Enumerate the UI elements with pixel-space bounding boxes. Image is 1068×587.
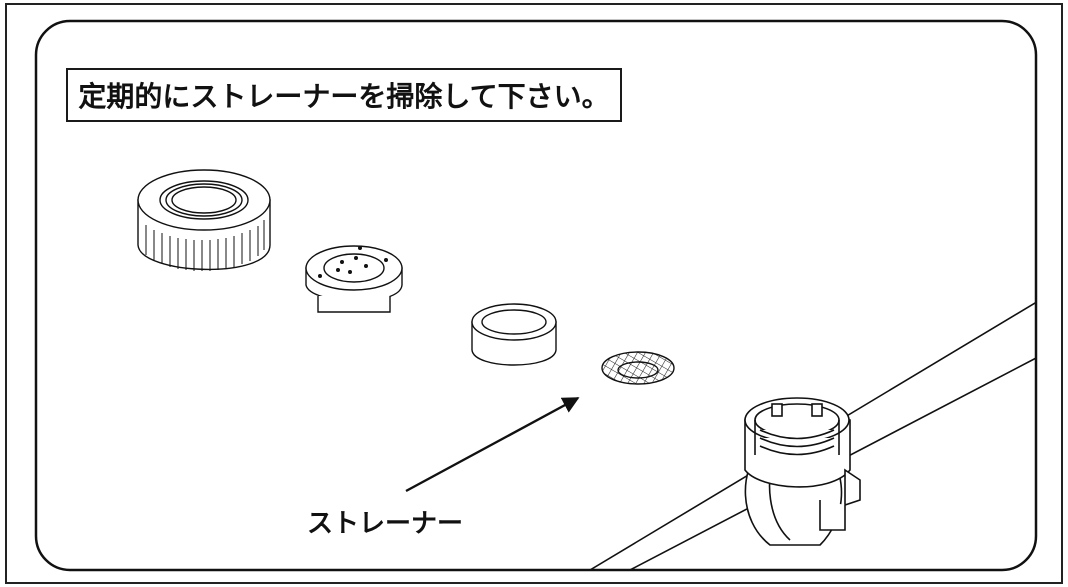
strainer-illustration	[601, 351, 675, 385]
pipe-fitting	[744, 397, 861, 546]
page-border	[5, 3, 1063, 584]
cap-nut-illustration	[137, 169, 271, 271]
instruction-title: 定期的にストレーナーを掃除して下さい。	[66, 68, 622, 122]
callout-arrow	[405, 396, 580, 493]
perforated-disc-illustration	[305, 245, 403, 313]
rubber-ring-illustration	[471, 303, 557, 366]
strainer-callout-label: ストレーナー	[307, 509, 464, 539]
